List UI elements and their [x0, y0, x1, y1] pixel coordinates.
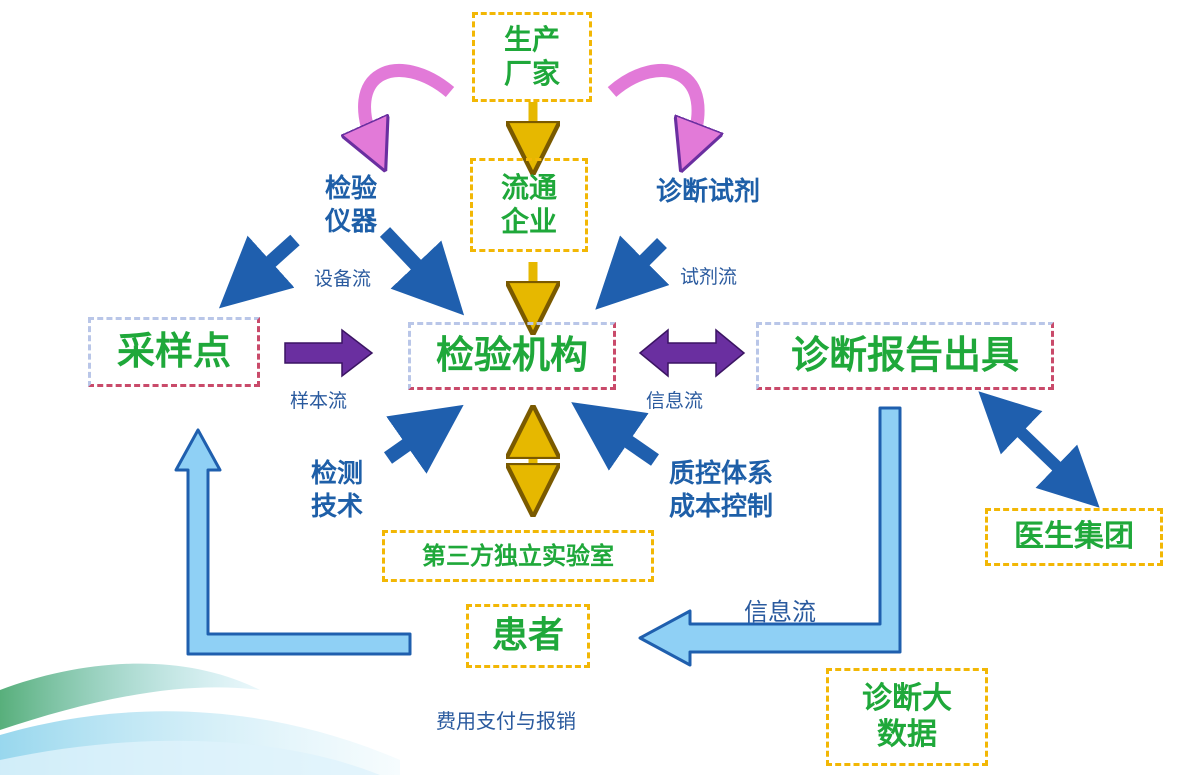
- third-party-lab-text: 第三方独立实验室: [422, 541, 614, 570]
- node-testing-institution: 检验机构: [408, 322, 616, 390]
- sampling-point-text: 采样点: [116, 329, 231, 374]
- distributor-line-1: 流通: [500, 171, 557, 205]
- qc-line-2: 成本控制: [668, 491, 773, 522]
- node-diagnostic-big-data: 诊断大 数据: [826, 668, 988, 766]
- manufacturer-line-1: 生产: [503, 23, 560, 57]
- instrument-line-1: 检验: [324, 174, 377, 204]
- node-manufacturer: 生产 厂家: [472, 12, 592, 102]
- arrow-patient-to-sampling: [174, 428, 412, 656]
- label-instrument: 检验 仪器: [306, 173, 396, 238]
- arrow-sample-flow: [284, 328, 374, 378]
- curve-arrow-left: [365, 64, 455, 148]
- testing-institution-text: 检验机构: [435, 333, 588, 378]
- node-doctor-group: 医生集团: [985, 508, 1163, 566]
- big-data-line-2: 数据: [877, 717, 937, 752]
- label-reagent-flow: 试剂流: [680, 262, 737, 289]
- big-data-line-1: 诊断大: [862, 681, 952, 716]
- payment-text: 费用支付与报销: [436, 709, 576, 733]
- label-info-flow-top: 信息流: [646, 386, 703, 413]
- qc-line-1: 质控体系: [668, 459, 773, 489]
- distributor-line-2: 企业: [500, 205, 557, 238]
- label-equipment-flow: 设备流: [314, 264, 371, 291]
- sample-flow-text: 样本流: [290, 390, 348, 412]
- arrow-instrument-sampling: [218, 234, 300, 309]
- label-qc-cost: 质控体系 成本控制: [656, 458, 786, 523]
- patient-text: 患者: [491, 615, 564, 657]
- label-testing-tech: 检测 技术: [292, 458, 382, 523]
- node-distributor: 流通 企业: [470, 158, 588, 252]
- arrow-qc-institution: [571, 402, 659, 471]
- info-flow-top-text: 信息流: [646, 390, 704, 412]
- curve-arrow-right: [607, 64, 698, 148]
- instrument-line-2: 仪器: [324, 206, 377, 237]
- label-reagent: 诊断试剂: [656, 176, 760, 209]
- arrow-instrument-institution: [379, 227, 465, 316]
- arrow-report-doctor: [978, 391, 1100, 508]
- arrow-info-flow-double: [638, 328, 746, 378]
- node-patient: 患者: [466, 604, 590, 668]
- diagnostic-report-text: 诊断报告出具: [790, 333, 1019, 378]
- arrow-tech-institution: [383, 404, 464, 474]
- label-info-flow-bottom: 信息流: [744, 592, 816, 627]
- info-flow-bottom-text: 信息流: [744, 598, 816, 626]
- manufacturer-line-2: 厂家: [503, 57, 560, 90]
- arrow-reagent-institution: [595, 235, 670, 310]
- label-payment: 费用支付与报销: [436, 705, 576, 734]
- node-diagnostic-report: 诊断报告出具: [756, 322, 1054, 390]
- reagent-text: 诊断试剂: [656, 177, 761, 207]
- node-sampling-point: 采样点: [88, 317, 260, 387]
- equipment-flow-text: 设备流: [314, 268, 372, 290]
- label-sample-flow: 样本流: [290, 386, 347, 413]
- testing-tech-line-2: 技术: [310, 491, 363, 522]
- testing-tech-line-1: 检测: [310, 459, 363, 489]
- reagent-flow-text: 试剂流: [680, 266, 738, 288]
- node-third-party-lab: 第三方独立实验室: [382, 530, 654, 582]
- arrow-report-to-patient: [638, 406, 902, 667]
- doctor-group-text: 医生集团: [1014, 519, 1134, 554]
